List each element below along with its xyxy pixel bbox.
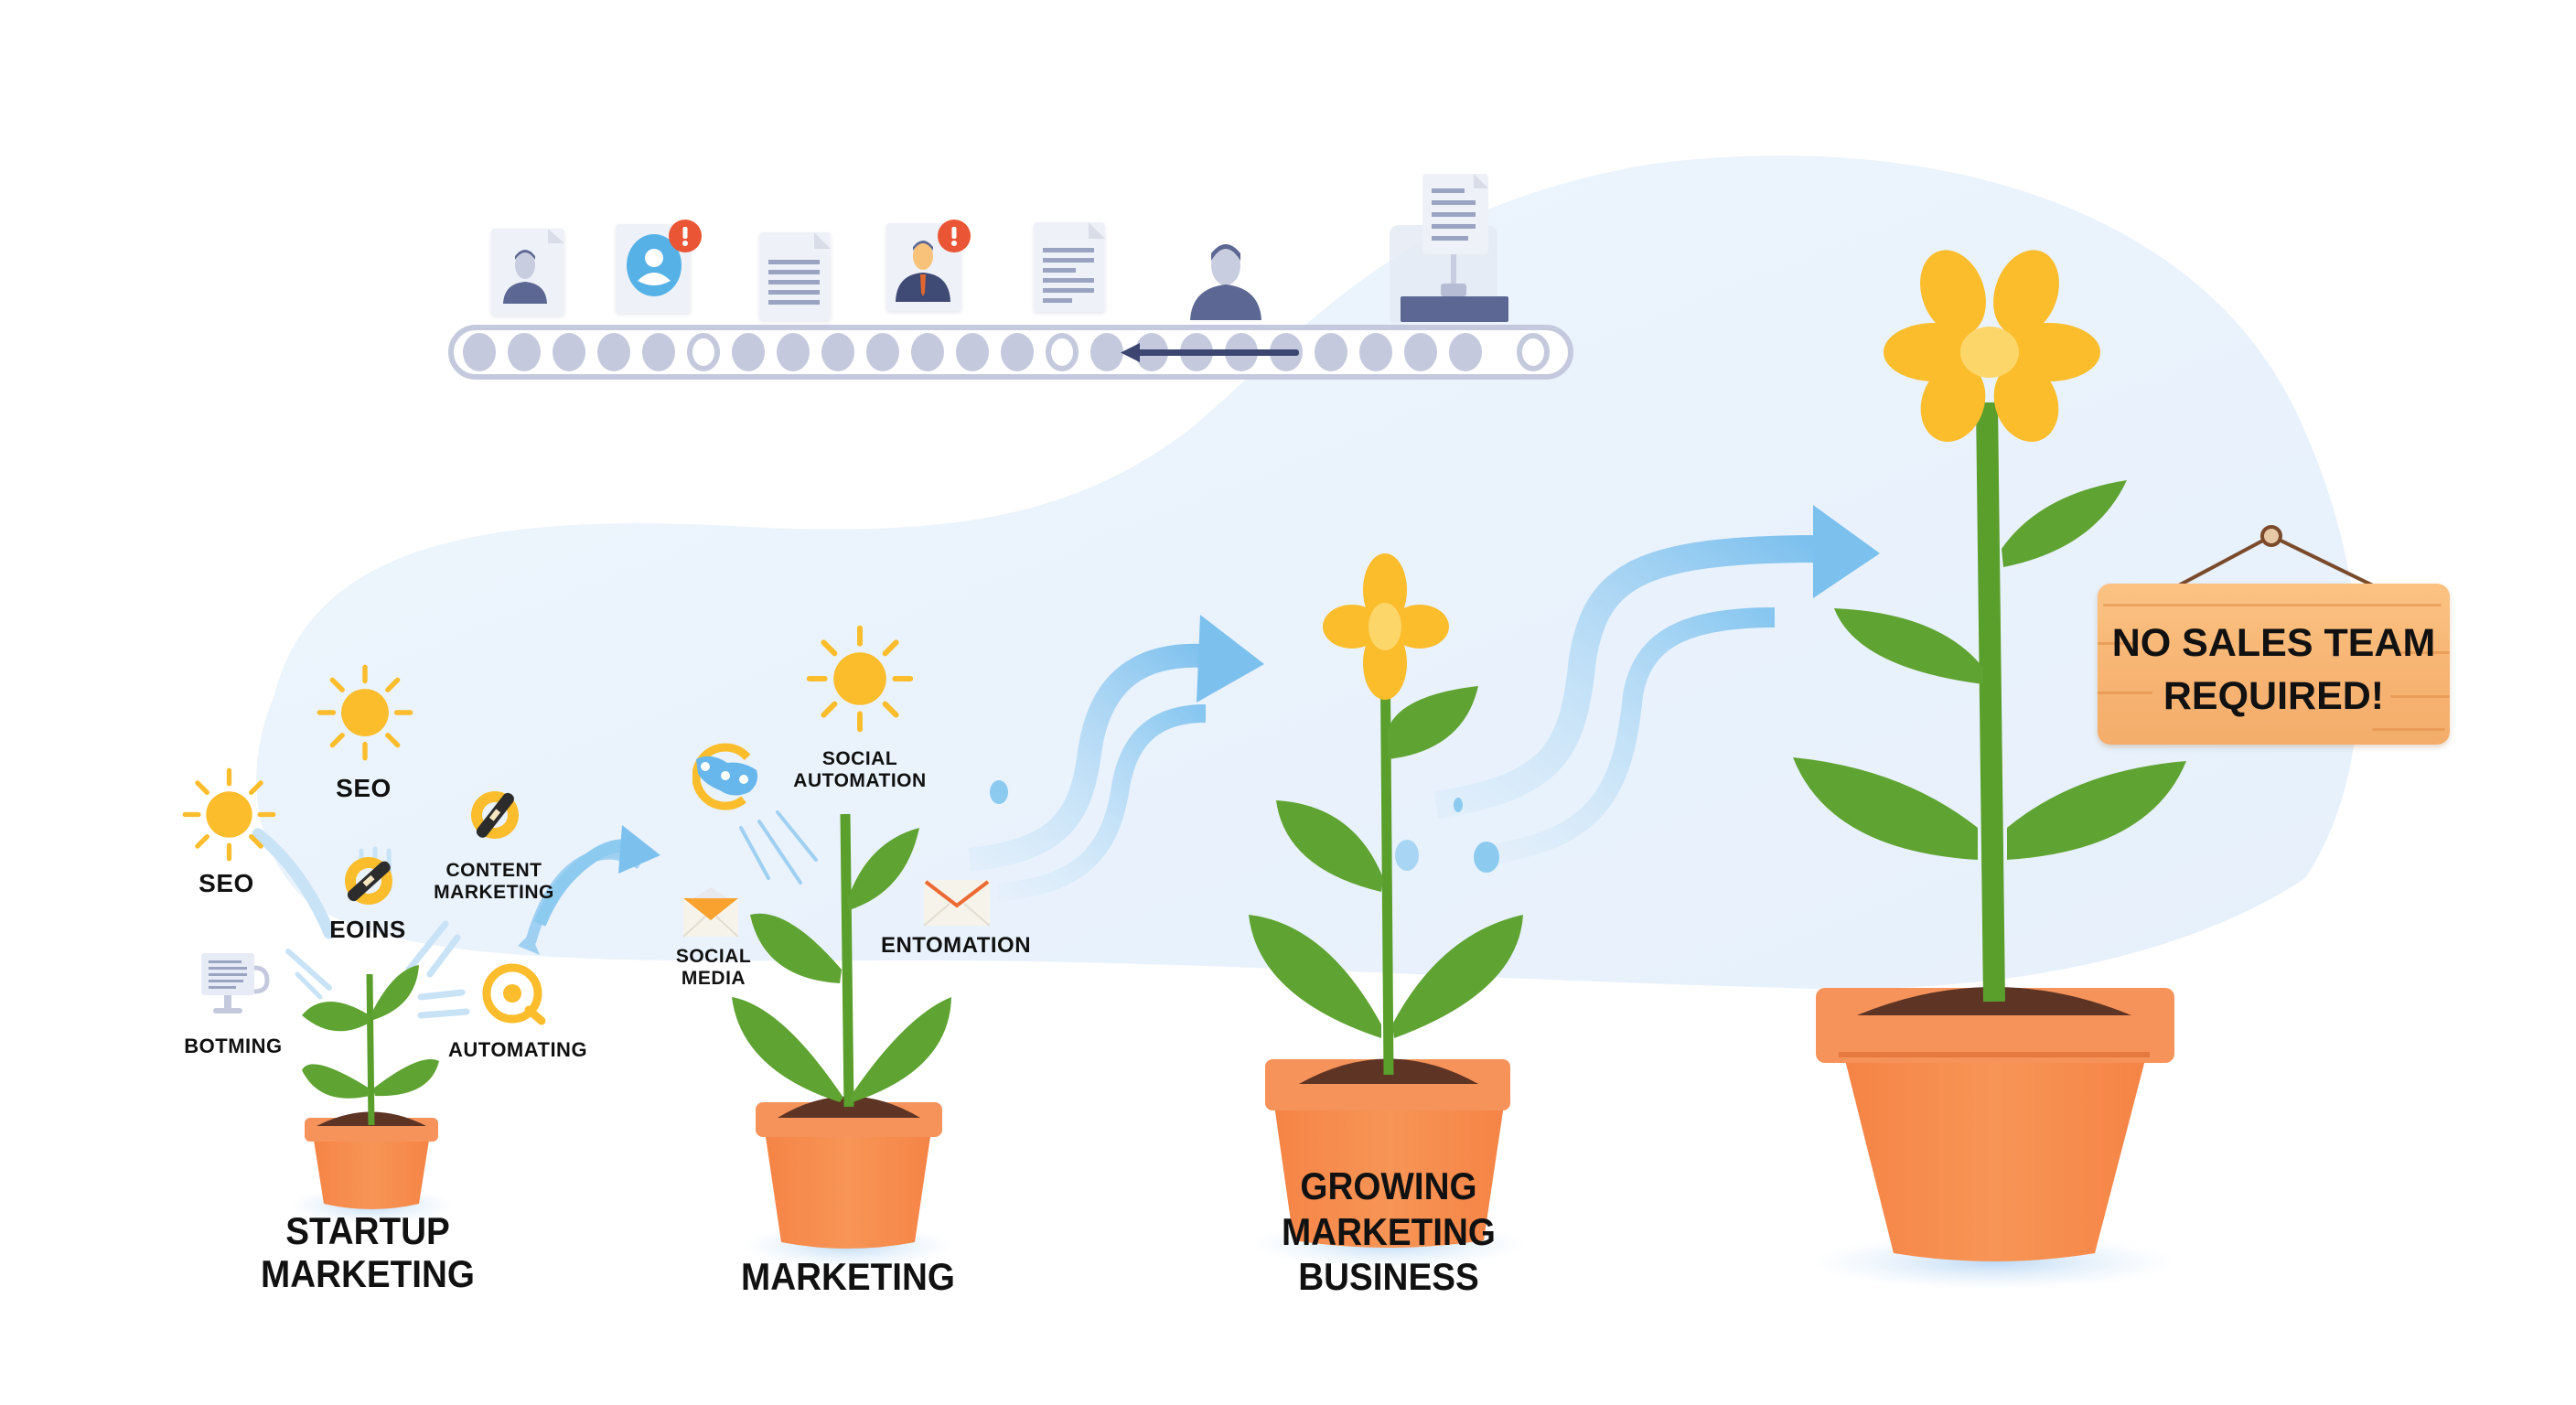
label-line: BUSINESS (1298, 1255, 1479, 1299)
arrow-left-icon (1121, 343, 1299, 362)
document-icon (1043, 222, 1105, 303)
link-chain-icon (345, 857, 392, 905)
profile-card (491, 229, 564, 316)
conveyor-rollers (463, 333, 1550, 371)
notification-badge (938, 220, 971, 252)
input-label-social-automation: SOCIAL AUTOMATION (791, 748, 928, 791)
profile-card (616, 224, 691, 313)
conveyor-belt (448, 325, 1573, 380)
flower-icon (1323, 553, 1449, 700)
sun-icon (806, 625, 914, 733)
envelope-icon (923, 880, 991, 927)
sun-icon (182, 767, 276, 862)
arrow-right-icon (968, 615, 1264, 901)
target-search-icon (482, 963, 546, 1025)
stage-label-growing: GROWING MARKETING BUSINESS (1262, 1164, 1515, 1300)
arrow-right-icon (518, 825, 660, 955)
user-circle-icon (627, 234, 682, 296)
input-label-seo: SEO (199, 869, 254, 897)
input-label-seo: SEO (336, 774, 392, 802)
sun-icon (317, 664, 413, 761)
label-line: STARTUP (285, 1209, 450, 1252)
label-line: MARKETING (261, 1252, 475, 1296)
label-line: SOCIAL (675, 946, 752, 967)
notification-badge (669, 220, 702, 252)
input-label-eoins: EOINS (329, 916, 406, 943)
label-line: AUTOMATION (793, 769, 927, 791)
sign-text: NO SALES TEAM REQUIRED! (2098, 617, 2450, 723)
input-label-automating: AUTOMATING (448, 1038, 588, 1061)
input-label-botming: BOTMING (184, 1035, 283, 1057)
input-label-social-media: SOCIAL MEDIA (668, 946, 759, 989)
sign-string (2174, 525, 2377, 589)
startup-plant (289, 965, 454, 1224)
arrow-right-icon (1395, 505, 1880, 873)
flower-icon (1884, 250, 2100, 442)
label-line: MARKETING (434, 881, 554, 903)
link-chain-icon (471, 791, 519, 839)
monitor-document-icon (201, 953, 270, 1014)
growing-plant (1249, 553, 1526, 1268)
businessman-icon (896, 241, 950, 302)
input-label-entomation: ENTOMATION (880, 933, 1032, 958)
label-line: SOCIAL (821, 748, 898, 769)
label-line: GROWING (1300, 1164, 1477, 1207)
document-card (759, 232, 831, 320)
document-card (1034, 222, 1105, 312)
stage-label-marketing: MARKETING (741, 1255, 955, 1298)
label-line: MARKETING (1282, 1209, 1496, 1253)
motion-streaks (252, 810, 818, 1019)
printer-machine-icon (1390, 174, 1508, 323)
social-sync-icon (692, 743, 757, 810)
no-sales-team-sign: NO SALES TEAM REQUIRED! (2098, 584, 2450, 745)
mature-plant (1793, 250, 2186, 1290)
sign-line: REQUIRED! (2163, 674, 2385, 718)
input-label-content-marketing: CONTENT MARKETING (430, 860, 558, 903)
envelope-icon (682, 887, 739, 938)
label-line: CONTENT (445, 860, 542, 881)
document-icon (768, 232, 831, 305)
label-line: MEDIA (681, 967, 746, 989)
sign-line: NO SALES TEAM (2111, 621, 2436, 665)
person-icon (1190, 244, 1261, 320)
marketing-plant (732, 813, 953, 1268)
stage-label-startup: STARTUP MARKETING (242, 1209, 494, 1295)
person-icon (503, 229, 564, 304)
